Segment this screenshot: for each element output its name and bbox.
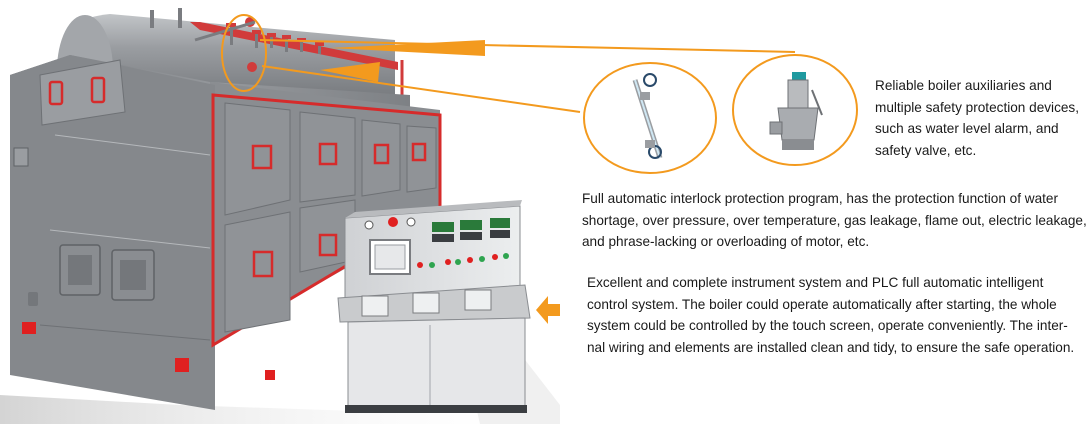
text-line: system could be controlled by the touch … <box>587 318 1068 333</box>
boiler-body <box>10 55 442 410</box>
callout-auxiliaries-text: Reliable boiler auxiliaries and multiple… <box>875 75 1085 161</box>
text-line: safety valve, etc. <box>875 142 977 158</box>
text-line: Excellent and complete instrument system… <box>587 275 1044 290</box>
safety-valve-icon <box>732 54 858 166</box>
text-line: shortage, over pressure, over temperatur… <box>582 212 1087 228</box>
water-level-gauge-icon <box>583 62 717 174</box>
callout-connectors <box>259 39 796 113</box>
control-cabinet <box>337 200 531 413</box>
text-line: nal wiring and elements are installed cl… <box>587 339 1075 355</box>
text-line: multiple safety protection devices, <box>875 99 1080 115</box>
text-line: and phrase-lacking or overloading of mot… <box>582 234 870 249</box>
callout-interlock-text: Full automatic interlock protection prog… <box>582 188 1087 253</box>
callout-instrument-text: Excellent and complete instrument system… <box>587 272 1082 358</box>
text-line: such as water level alarm, and <box>875 121 1059 136</box>
text-line: Reliable boiler auxiliaries and <box>875 78 1052 93</box>
text-line: control system. The boiler could operate… <box>587 296 1057 312</box>
orange-arrow-icon <box>320 40 485 82</box>
text-line: Full automatic interlock protection prog… <box>582 191 1059 206</box>
orange-arrow-icon <box>536 296 560 324</box>
